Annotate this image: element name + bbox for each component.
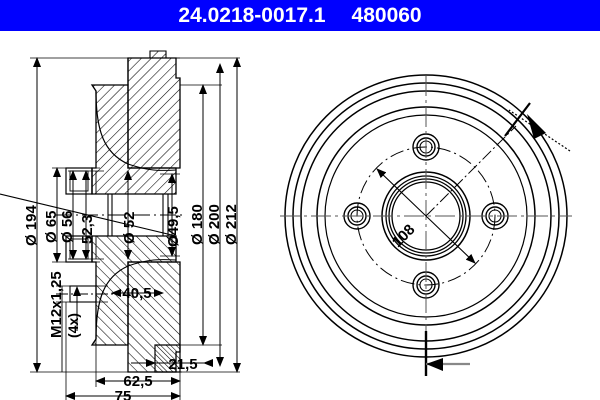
dim-label-62-5: 62,5 <box>123 373 152 390</box>
dim-label-49-5: Ø49,5 <box>165 206 182 247</box>
leader-108-upper-left <box>376 168 427 217</box>
dim-label-21-5: 21,5 <box>168 356 197 373</box>
section-view-geometry <box>0 50 186 373</box>
dimensions-inner <box>82 170 180 260</box>
dim-label-65: Ø 65 <box>43 210 60 243</box>
dim-label-180: Ø 180 <box>189 204 206 245</box>
drawing-svg: Ø 194 Ø 65 Ø 56 M12x1,25 (4x) 52,3 Ø 52 … <box>0 50 572 400</box>
drum-wall-upper <box>90 57 181 195</box>
top-tab <box>149 50 167 59</box>
dimensions-bottom <box>65 289 213 400</box>
dim-label-212: Ø 212 <box>223 204 240 245</box>
dim-label-52-3: 52,3 <box>79 215 96 244</box>
bolt-circle-construction-line <box>425 125 517 217</box>
technical-drawing-area: Ø 194 Ø 65 Ø 56 M12x1,25 (4x) 52,3 Ø 52 … <box>0 31 600 400</box>
bottom-leader-annotation <box>424 331 470 376</box>
rim-leader-annotation <box>504 102 571 152</box>
dim-label-75: 75 <box>115 388 132 400</box>
dim-label-56: Ø 56 <box>59 210 76 243</box>
dim-label-40-5: 40,5 <box>122 285 151 302</box>
dim-label-200: Ø 200 <box>206 204 223 245</box>
dim-label-thread-count: (4x) <box>65 313 81 338</box>
dimensions-left <box>30 57 182 373</box>
leader-108-lower-right <box>425 215 476 264</box>
bolt-circle-leaders <box>376 168 476 264</box>
part-number-label: 24.0218-0017.1 <box>178 4 326 27</box>
hub-barrel-upper <box>65 167 97 195</box>
article-number-label: 480060 <box>351 4 422 27</box>
dim-label-52: Ø 52 <box>121 211 138 244</box>
dim-label-thread: M12x1,25 <box>48 271 65 338</box>
dim-label-194: Ø 194 <box>23 204 40 246</box>
dimensions-right <box>176 57 241 373</box>
header-banner: 24.0218-0017.1 480060 <box>0 0 600 31</box>
